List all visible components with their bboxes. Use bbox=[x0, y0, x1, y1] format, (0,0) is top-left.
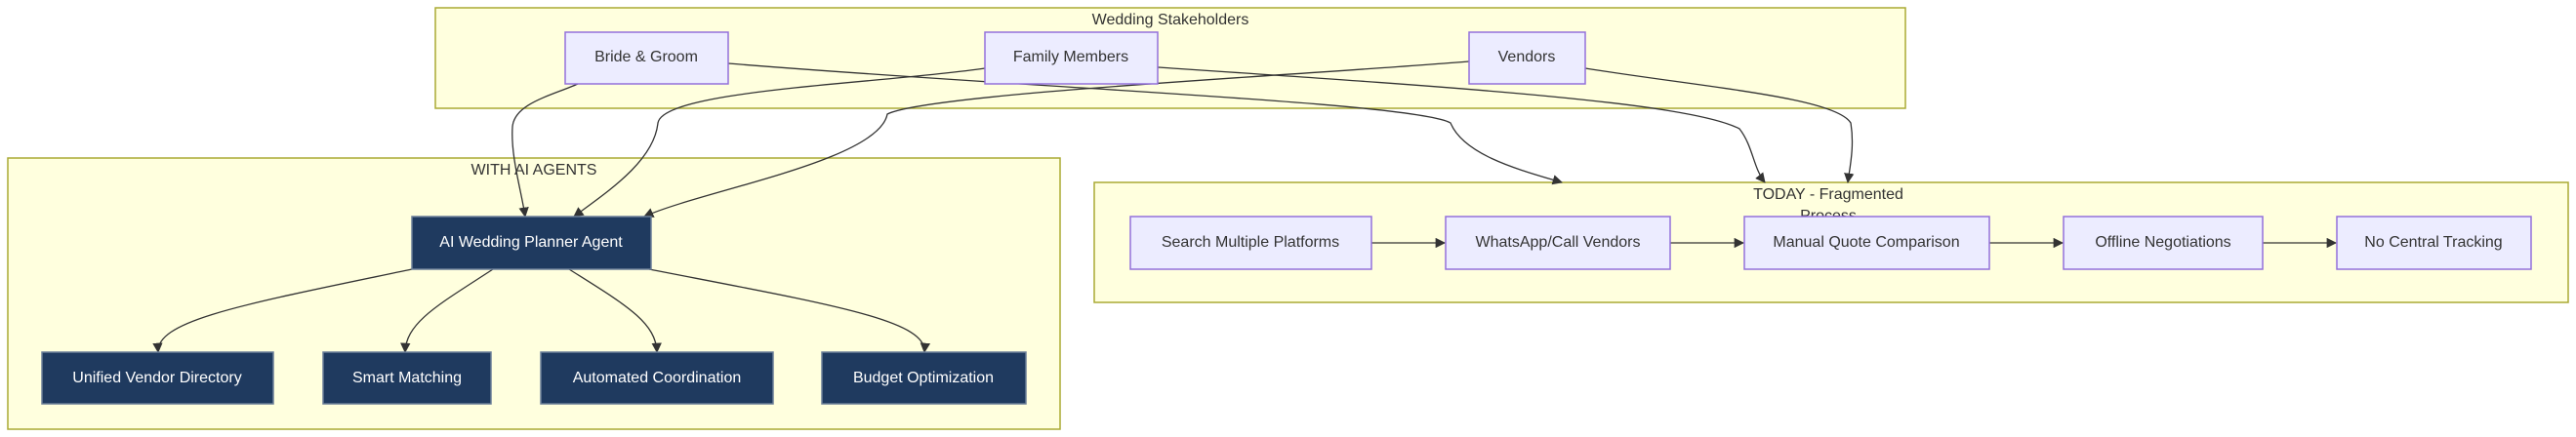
node-box bbox=[564, 31, 729, 85]
edges bbox=[152, 60, 2338, 354]
node-bride-and-groom: Bride & Groom bbox=[564, 31, 729, 85]
cluster-title: WITH AI AGENTS bbox=[471, 162, 597, 179]
node-box bbox=[1445, 216, 1671, 270]
edge-family-to-ai-planner bbox=[573, 67, 986, 218]
edge-ai-planner-to-budget-optimization bbox=[648, 268, 930, 354]
node-box bbox=[1129, 216, 1372, 270]
node-box bbox=[2063, 216, 2264, 270]
node-search-multiple-platforms: Search Multiple Platforms bbox=[1129, 216, 1372, 270]
node-label: Smart Matching bbox=[352, 370, 462, 386]
node-label: Automated Coordination bbox=[573, 370, 742, 386]
edge-vendors-to-ai-planner bbox=[643, 60, 1470, 218]
cluster-title-line-1: TODAY - Fragmented bbox=[1753, 186, 1903, 203]
node-label: Manual Quote Comparison bbox=[1773, 234, 1959, 251]
node-box bbox=[322, 351, 492, 405]
node-label: Vendors bbox=[1498, 49, 1556, 65]
node-box bbox=[411, 216, 652, 270]
node-label: Family Members bbox=[1013, 49, 1128, 65]
node-ai-wedding-planner-agent: AI Wedding Planner Agent bbox=[411, 216, 652, 270]
node-box bbox=[540, 351, 774, 405]
node-box bbox=[1743, 216, 1990, 270]
edge-vendors-to-today-process bbox=[1584, 67, 1855, 184]
node-no-central-tracking: No Central Tracking bbox=[2336, 216, 2532, 270]
edge-bride-groom-to-ai-planner bbox=[511, 83, 579, 218]
node-offline-negotiations: Offline Negotiations bbox=[2063, 216, 2264, 270]
node-label: Budget Optimization bbox=[853, 370, 994, 386]
node-vendors: Vendors bbox=[1468, 31, 1586, 85]
edge-ai-planner-to-unified-directory bbox=[152, 268, 413, 354]
node-box bbox=[2336, 216, 2532, 270]
node-label: No Central Tracking bbox=[2364, 234, 2502, 251]
node-automated-coordination: Automated Coordination bbox=[540, 351, 774, 405]
edge-ai-planner-to-smart-matching bbox=[400, 268, 494, 354]
edge-family-to-today-process bbox=[1157, 66, 1766, 183]
node-label: Offline Negotiations bbox=[2095, 234, 2230, 251]
node-budget-optimization: Budget Optimization bbox=[821, 351, 1027, 405]
node-manual-quote-comparison: Manual Quote Comparison bbox=[1743, 216, 1990, 270]
node-label: Bride & Groom bbox=[594, 49, 698, 65]
node-box bbox=[1468, 31, 1586, 85]
node-whatsapp-call-vendors: WhatsApp/Call Vendors bbox=[1445, 216, 1671, 270]
node-label: AI Wedding Planner Agent bbox=[439, 234, 623, 251]
edge-ai-planner-to-automated-coordination bbox=[568, 268, 662, 354]
edge-bride-groom-to-today-process bbox=[727, 62, 1563, 185]
node-label: Search Multiple Platforms bbox=[1162, 234, 1339, 251]
node-box bbox=[41, 351, 274, 405]
node-label: WhatsApp/Call Vendors bbox=[1476, 234, 1641, 251]
node-box bbox=[821, 351, 1027, 405]
node-box bbox=[984, 31, 1159, 85]
node-smart-matching: Smart Matching bbox=[322, 351, 492, 405]
node-unified-vendor-directory: Unified Vendor Directory bbox=[41, 351, 274, 405]
node-family-members: Family Members bbox=[984, 31, 1159, 85]
cluster-title: Wedding Stakeholders bbox=[1092, 12, 1249, 28]
node-label: Unified Vendor Directory bbox=[72, 370, 241, 386]
